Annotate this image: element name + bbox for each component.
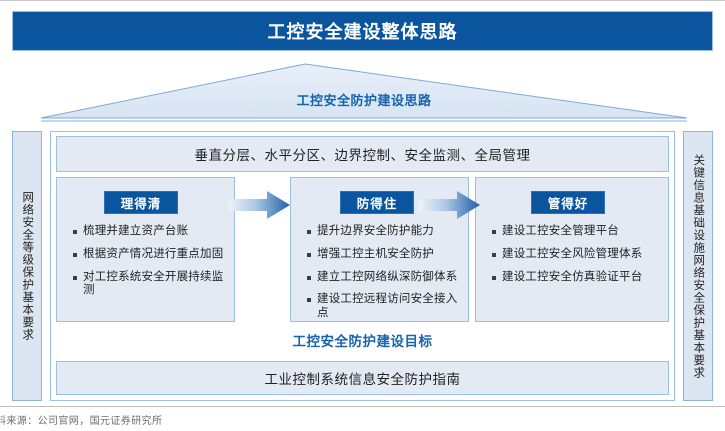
bullet-square-icon: [73, 275, 77, 280]
bullet-square-icon: [307, 230, 311, 234]
list-item: 对工控系统安全开展持续监测: [73, 271, 228, 299]
goal-label: 工控安全防护建设目标: [292, 334, 433, 349]
bullet-square-icon: [307, 298, 311, 303]
source-note: 料来源：公司官网，国元证券研究所: [0, 416, 163, 427]
bullet-square-icon: [73, 252, 77, 257]
bullet-square-icon: [492, 252, 496, 257]
list-item: 建设工控安全管理平台: [492, 225, 662, 239]
card-2-header: 防得住: [340, 191, 414, 214]
top-divider: [0, 0, 725, 1]
pillar-left-label: 网络安全等级保护基本要求: [21, 191, 34, 341]
list-item-label: 建设工控安全管理平台: [502, 225, 619, 237]
list-item: 建设工控远程访问安全接入点: [307, 293, 462, 321]
page-title: 工控安全建设整体思路: [267, 22, 458, 42]
page-title-bar: 工控安全建设整体思路: [12, 11, 713, 51]
list-item: 建立工控网络纵深防御体系: [307, 271, 462, 285]
roof-label: 工控安全防护建设思路: [296, 93, 432, 108]
bottom-band: 工业控制系统信息安全防护指南: [56, 361, 669, 395]
top-band-label: 垂直分层、水平分区、边界控制、安全监测、全局管理: [194, 148, 531, 163]
top-band: 垂直分层、水平分区、边界控制、安全监测、全局管理: [56, 136, 669, 172]
list-item: 建设工控安全仿真验证平台: [492, 271, 662, 285]
pillar-right: 关键信息基础设施网络安全保护基本要求: [683, 131, 713, 401]
card-1: 理得清 梳理并建立资产台账 根据资产情况进行重点加固 对工控系统安全开展持续监测: [56, 177, 235, 322]
card-3-title: 管得好: [547, 197, 589, 211]
list-item-label: 建设工控安全风险管理体系: [502, 247, 643, 260]
card-2-bullets: 提升边界安全防护能力 增强工控主机安全防护 建立工控网络纵深防御体系 建设工控远…: [307, 225, 462, 330]
list-item-label: 对工控系统安全开展持续监测: [83, 270, 224, 297]
card-1-title: 理得清: [120, 197, 162, 211]
bullet-square-icon: [307, 275, 311, 280]
card-3: 管得好 建设工控安全管理平台 建设工控安全风险管理体系 建设工控安全仿真验证平台: [475, 177, 669, 322]
bottom-band-label: 工业控制系统信息安全防护指南: [264, 372, 461, 387]
list-item: 提升边界安全防护能力: [307, 225, 462, 239]
bullet-square-icon: [73, 230, 77, 234]
list-item: 建设工控安全风险管理体系: [492, 248, 662, 262]
card-3-header: 管得好: [531, 191, 605, 214]
list-item-label: 建立工控网络纵深防御体系: [317, 270, 458, 283]
list-item-label: 梳理并建立资产台账: [83, 225, 189, 237]
arrow-right-icon-1: [229, 190, 291, 220]
card-2: 防得住 提升边界安全防护能力 增强工控主机安全防护 建立工控网络纵深防御体系 建…: [290, 177, 469, 322]
list-item-label: 建设工控安全仿真验证平台: [502, 270, 643, 283]
list-item-label: 增强工控主机安全防护: [317, 247, 434, 260]
bullet-square-icon: [492, 230, 496, 234]
card-2-title: 防得住: [356, 197, 398, 211]
list-item: 梳理并建立资产台账: [73, 225, 228, 239]
card-3-bullets: 建设工控安全管理平台 建设工控安全风险管理体系 建设工控安全仿真验证平台: [492, 225, 662, 293]
footer-divider: [0, 406, 725, 407]
card-1-bullets: 梳理并建立资产台账 根据资产情况进行重点加固 对工控系统安全开展持续监测: [73, 225, 228, 307]
pillar-left: 网络安全等级保护基本要求: [12, 131, 42, 401]
roof-shape: 工控安全防护建设思路: [40, 62, 688, 124]
list-item: 根据资产情况进行重点加固: [73, 248, 228, 262]
card-1-header: 理得清: [104, 191, 178, 214]
bullet-square-icon: [492, 275, 496, 280]
list-item-label: 提升边界安全防护能力: [317, 225, 434, 237]
list-item: 增强工控主机安全防护: [307, 248, 462, 262]
pillar-right-label: 关键信息基础设施网络安全保护基本要求: [692, 153, 705, 379]
bullet-square-icon: [307, 252, 311, 257]
arrow-right-icon-2: [419, 190, 481, 220]
list-item-label: 根据资产情况进行重点加固: [83, 247, 224, 260]
list-item-label: 建设工控远程访问安全接入点: [317, 293, 458, 320]
